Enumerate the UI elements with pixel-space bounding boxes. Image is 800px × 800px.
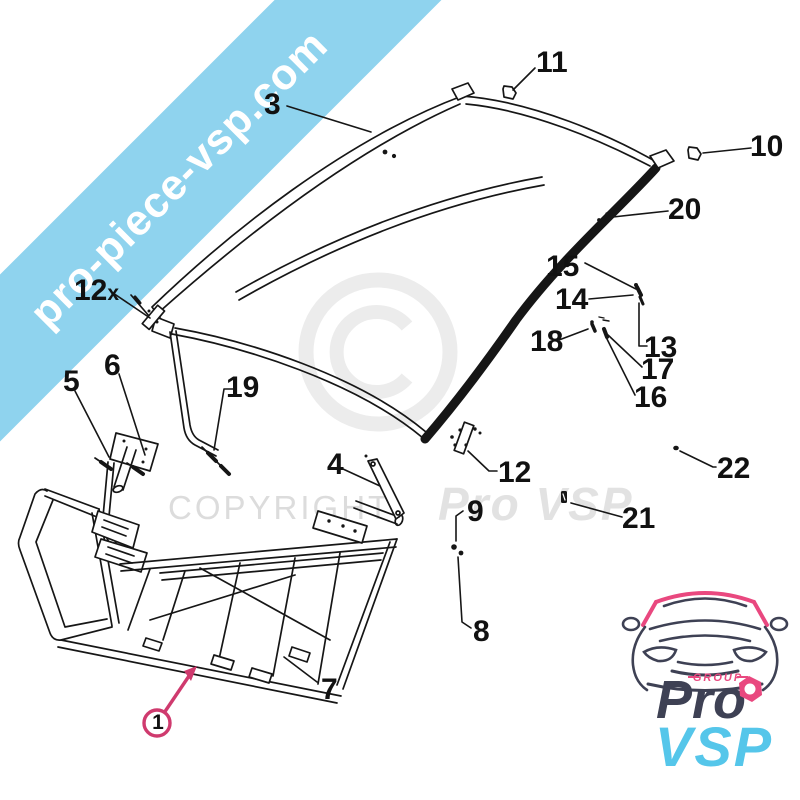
logo-group-label: GROUP: [693, 672, 743, 684]
highlight-marker: [142, 666, 197, 738]
callout-15: 15: [546, 250, 580, 283]
chassis-frame: [17, 461, 404, 704]
logo-brand-bottom: VSP: [655, 715, 773, 778]
callout-6: 6: [104, 349, 121, 382]
copyright-watermark-brand: Pro VSP: [438, 478, 634, 530]
callout-20: 20: [668, 193, 702, 226]
callout-19: 19: [226, 371, 260, 404]
callout-7: 7: [321, 673, 338, 706]
callout-8: 8: [473, 615, 490, 648]
small-part-glyphs: [94, 85, 702, 556]
copyright-watermark-text: COPYRIGHT: [168, 489, 392, 526]
logo-nut-icon: [739, 676, 762, 702]
brand-logo: GROUP Pro VSP: [621, 591, 789, 778]
highlight-arrow-head: [184, 666, 197, 681]
leader-lines: [74, 67, 752, 683]
callout-4: 4: [327, 448, 344, 481]
highlight-arrow-shaft: [162, 675, 191, 714]
logo-brand-top: Pro: [656, 670, 746, 730]
callout-22: 22: [717, 452, 751, 485]
callout-9: 9: [467, 495, 484, 528]
callout-3: 3: [264, 88, 281, 121]
callout-21: 21: [622, 502, 656, 535]
rear-pillar-tube: [169, 330, 219, 457]
callout-18: 18: [530, 325, 564, 358]
callout-13: 13: [644, 331, 678, 364]
callout-16: 16: [634, 381, 668, 414]
roof-panel: [151, 82, 675, 444]
callout-11: 11: [536, 46, 568, 79]
callout-14: 14: [555, 283, 589, 316]
car-illustration: [621, 591, 789, 692]
copyright-symbol-watermark: [298, 272, 458, 432]
callout-5: 5: [63, 365, 80, 398]
highlight-circle: [142, 708, 172, 738]
callout-1-highlighted: 1: [152, 711, 164, 734]
callout-10: 10: [750, 130, 784, 163]
callout-17: 17: [641, 353, 675, 386]
callout-12: 12: [498, 456, 532, 489]
callout-12-duplicate: 12x: [74, 274, 120, 307]
